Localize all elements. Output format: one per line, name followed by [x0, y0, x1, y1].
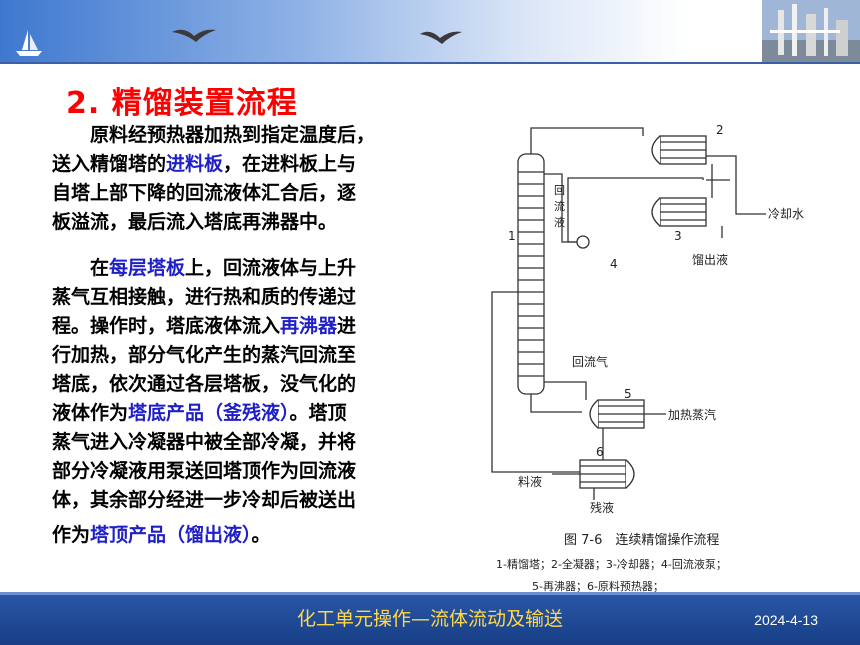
highlight-bottom-product: 塔底产品（釜残液）: [128, 402, 290, 424]
text-line: 部分冷凝液用泵送回塔顶作为回流液: [52, 460, 357, 482]
sailboat-icon: [16, 30, 42, 56]
text-line: 体，其余部分经进一步冷却后被送出: [52, 489, 357, 511]
highlight-each-plate: 每层塔板: [109, 257, 186, 279]
label-n1: 1: [508, 229, 516, 243]
footer-bar: [0, 592, 860, 645]
page-title: 2. 精馏装置流程: [66, 86, 298, 121]
text-line: 送入精馏塔的进料板，在进料板上与: [52, 153, 357, 175]
label-cooling-water: 冷却水: [768, 207, 804, 221]
figure-legend-line2: 5-再沸器；6-原料预热器；: [532, 579, 664, 593]
text-line: 自塔上部下降的回流液体汇合后，逐: [52, 182, 357, 204]
label-n2: 2: [716, 123, 724, 137]
text-line: 蒸气进入冷凝器中被全部冷凝，并将: [52, 431, 357, 453]
text-line: 行加热，部分气化产生的蒸汽回流至: [52, 344, 357, 366]
text-line: 在每层塔板上，回流液体与上升: [90, 257, 357, 279]
refinery-photo: [762, 0, 860, 62]
cooler: [651, 197, 707, 227]
text-line: 板溢流，最后流入塔底再沸器中。: [52, 211, 338, 233]
label-residue: 残液: [590, 500, 614, 515]
label-reflux-liquid-3: 液: [554, 215, 565, 229]
distillation-diagram: 1 2 3 4 5 6 回 流 液 冷却水 馏出液 回流气 加热蒸汽 料液 残液…: [491, 123, 804, 593]
label-feed: 料液: [518, 474, 542, 489]
text-line: 塔底，依次通过各层塔板，没气化的: [52, 373, 357, 395]
header-decoration: [16, 0, 860, 62]
label-n6: 6: [596, 445, 604, 459]
label-n3: 3: [674, 229, 682, 243]
highlight-top-product: 塔顶产品（馏出液）: [90, 524, 252, 546]
text-line: 液体作为塔底产品（釜残液）。塔顶: [52, 402, 347, 424]
highlight-reboiler: 再沸器: [280, 315, 338, 337]
reboiler: [589, 399, 645, 429]
footer-title: 化工单元操作—流体流动及输送: [296, 608, 563, 630]
bird-icon-left: [172, 29, 216, 42]
preheater: [579, 459, 635, 489]
text-line: 原料经预热器加热到指定温度后，: [90, 124, 376, 146]
footer-date: 2024-4-13: [754, 612, 818, 628]
paragraph-process-description: 在每层塔板上，回流液体与上升 蒸气互相接触，进行热和质的传递过 程。操作时，塔底…: [52, 254, 444, 555]
figure-legend-line1: 1-精馏塔；2-全凝器；3-冷却器；4-回流液泵；: [496, 557, 727, 571]
text-line: 蒸气互相接触，进行热和质的传递过: [52, 286, 357, 308]
bird-icon-right: [420, 31, 462, 44]
label-reflux-liquid-2: 流: [554, 199, 565, 213]
footer-top-stripe: [0, 592, 860, 595]
process-flow-figure: 1 2 3 4 5 6 回 流 液 冷却水 馏出液 回流气 加热蒸汽 料液 残液…: [478, 112, 824, 597]
label-reflux-vapor: 回流气: [572, 354, 608, 369]
label-distillate: 馏出液: [692, 252, 728, 267]
header-divider: [0, 62, 860, 64]
pump: [576, 235, 590, 249]
label-reflux-liquid-1: 回: [554, 184, 565, 197]
condenser: [651, 135, 707, 165]
header-banner: [0, 0, 860, 62]
text-line: 程。操作时，塔底液体流入再沸器进: [52, 315, 357, 337]
label-n4: 4: [610, 257, 618, 271]
figure-caption: 图 7-6 连续精馏操作流程: [564, 532, 719, 548]
label-n5: 5: [624, 387, 632, 401]
vapor-line: [530, 127, 644, 154]
distillation-column: [517, 153, 545, 395]
highlight-feed-plate: 进料板: [166, 153, 224, 175]
paragraph-feed-description: 原料经预热器加热到指定温度后， 送入精馏塔的进料板，在进料板上与 自塔上部下降的…: [52, 121, 444, 237]
label-heating-steam: 加热蒸汽: [668, 407, 716, 422]
text-line: 作为塔顶产品（馏出液）。: [52, 524, 271, 546]
